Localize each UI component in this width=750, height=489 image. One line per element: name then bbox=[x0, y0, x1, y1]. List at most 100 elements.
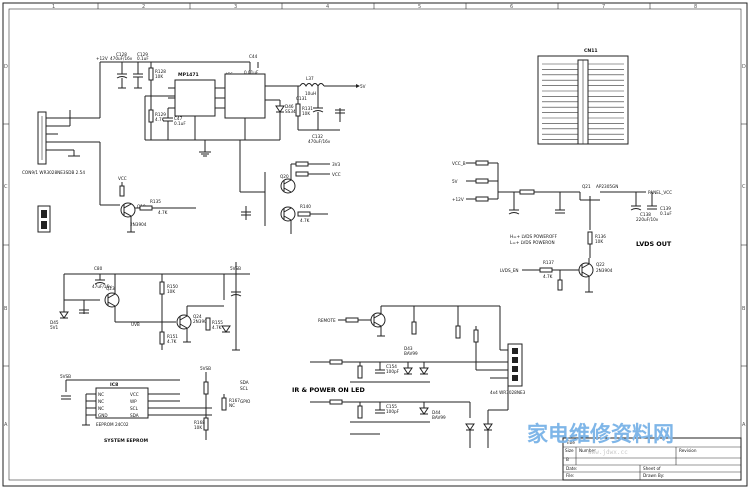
c47-val: 0.1uF bbox=[174, 121, 186, 126]
r135-ref: R135 bbox=[150, 199, 161, 204]
eeprom-pin-8: VCC bbox=[130, 392, 139, 397]
l37-val: 10uH bbox=[305, 91, 316, 96]
grid-col-3: 3 bbox=[234, 4, 237, 10]
r167-ref: R167 bbox=[229, 398, 240, 403]
q22-ref: Q22 bbox=[596, 262, 605, 267]
c139-val: 0.1uF bbox=[660, 211, 672, 216]
tb-drawn-label: Drawn By: bbox=[643, 473, 664, 478]
grid-col-5: 5 bbox=[418, 4, 421, 10]
eeprom-pin-4: GND bbox=[98, 413, 108, 418]
r167-val: NC bbox=[229, 403, 235, 408]
c47-ref: C47 bbox=[174, 116, 183, 121]
net-panel-vcc: PANEL_VCC bbox=[648, 190, 672, 195]
q21-val: AP2305GN bbox=[596, 184, 618, 189]
net-3v3: 3V3 bbox=[332, 162, 341, 167]
net-sda: SDA bbox=[240, 380, 249, 385]
c80-val: 47uF/16v bbox=[92, 284, 112, 289]
r135-val: 4.7K bbox=[158, 210, 168, 215]
r137-ref: R137 bbox=[543, 260, 554, 265]
grid-row-a-left: A bbox=[4, 422, 8, 428]
output-filter: R131 10K C131 C132 470uF/16v bbox=[295, 86, 345, 144]
c129-val: 0.1uF bbox=[137, 56, 149, 61]
watermark: 家电维修资料网 www.jdwx.cc bbox=[527, 422, 674, 456]
eeprom-pin-2: NC bbox=[98, 399, 104, 404]
tb-number-label: Number bbox=[579, 448, 596, 453]
c128-ref: C128 bbox=[116, 52, 127, 57]
d46-ref: D46 bbox=[285, 104, 294, 109]
c138-ref: C138 bbox=[640, 212, 651, 217]
tb-sheet-label: Sheet of bbox=[643, 466, 661, 471]
lvds-h-note: H=+ LVDS POWEROFF bbox=[510, 234, 558, 239]
lvds-out-label: LVDS OUT bbox=[636, 240, 672, 248]
bus-12v-wires: +12V bbox=[58, 56, 250, 206]
tb-title: Title bbox=[565, 440, 575, 445]
q20-ref: Q20 bbox=[280, 174, 289, 179]
tb-date-label: Date: bbox=[566, 466, 577, 471]
ir-led-block: REMOTE bbox=[292, 305, 501, 435]
eeprom-pin-3: NC bbox=[98, 406, 104, 411]
power-connector-label: CON9/1 WR3028NE3SDB 2.54 bbox=[22, 170, 85, 175]
grid-col-1: 1 bbox=[52, 4, 55, 10]
watermark-sub: www.jdwx.cc bbox=[588, 449, 628, 456]
lvds-pin-rows bbox=[542, 63, 624, 140]
regulator-ground bbox=[199, 139, 280, 157]
d44-val: BAV99 bbox=[432, 415, 446, 420]
tb-size: B bbox=[566, 457, 569, 462]
q21-ref: Q21 bbox=[582, 184, 591, 189]
c154-val: 100pF bbox=[386, 369, 400, 374]
ir-power-led-label: IR & POWER ON LED bbox=[292, 386, 365, 394]
d46-val: SS34 bbox=[285, 109, 296, 114]
r131-ref: R131 bbox=[302, 106, 313, 111]
ic6-part: MP1471 bbox=[178, 72, 199, 78]
system-eeprom-label: SYSTEM EEPROM bbox=[104, 438, 148, 444]
buck-output: L37 10uH 5V D46 SS34 bbox=[275, 76, 366, 140]
eeprom-pin-5: SDA bbox=[130, 413, 139, 418]
c139-ref: C139 bbox=[660, 206, 671, 211]
net-12v-lvds: +12V bbox=[452, 197, 464, 202]
grid-rows: D C B A D C B A bbox=[3, 64, 747, 428]
r129-val: 4.7K bbox=[155, 117, 165, 122]
ir-connector: 4x4 WR3028NE3 bbox=[465, 342, 526, 448]
l37-ref: L37 bbox=[306, 76, 314, 81]
grid-row-c-left: C bbox=[4, 184, 8, 190]
grid-columns-top: 1 2 3 4 5 6 7 8 bbox=[52, 3, 697, 10]
r140-val: 4.7K bbox=[300, 218, 310, 223]
q19-cluster: VCC Q19 2N3904 R135 4.7K bbox=[118, 176, 196, 233]
tb-file-label: File: bbox=[566, 473, 574, 478]
q22-val: 2N3904 bbox=[596, 268, 613, 273]
d43-val: BAV99 bbox=[404, 351, 418, 356]
r136-val: 10K bbox=[595, 239, 603, 244]
c155-ref: C155 bbox=[386, 404, 397, 409]
tb-revision-label: Revision bbox=[679, 448, 697, 453]
net-5vsb-left: 5VSB bbox=[230, 266, 241, 271]
grid-row-d-left: D bbox=[4, 64, 8, 70]
c44-val: 0.01uF bbox=[244, 70, 259, 75]
r150-val: 10K bbox=[167, 289, 175, 294]
net-scl: SCL bbox=[240, 386, 249, 391]
c80-ref: C80 bbox=[94, 266, 103, 271]
q20-cluster: Q20 3V3 VCC R140 4.7K bbox=[241, 161, 341, 234]
r128-val: 10K bbox=[155, 74, 163, 79]
net-vcc-q19: VCC bbox=[118, 176, 127, 181]
net-vcc-q20: VCC bbox=[332, 172, 341, 177]
grid-col-2: 2 bbox=[142, 4, 145, 10]
q23-ref: Q23 bbox=[106, 286, 115, 291]
lvds-connector: CN11 bbox=[537, 48, 629, 145]
c132-ref: C132 bbox=[312, 134, 323, 139]
grid-col-7: 7 bbox=[602, 4, 605, 10]
r136-ref: R136 bbox=[595, 234, 606, 239]
net-remote: REMOTE bbox=[318, 318, 336, 323]
small-connector bbox=[37, 205, 51, 233]
r131-val: 10K bbox=[302, 111, 310, 116]
d45-ref: D45 bbox=[50, 320, 59, 325]
c128-val: 470uF/16v bbox=[110, 56, 133, 61]
net-5v-out: 5V bbox=[360, 84, 366, 89]
c138-val: 220uF/10v bbox=[636, 217, 659, 222]
q24-ref: Q24 bbox=[193, 314, 202, 319]
cn11-ref: CN11 bbox=[584, 48, 598, 54]
r128-r129: R128 10K R129 4.7K bbox=[148, 62, 166, 140]
lvds-l-note: L=+ LVDS POWERON bbox=[510, 240, 555, 245]
grid-row-d-right: D bbox=[742, 64, 746, 70]
power-connector: CON9/1 WR3028NE3SDB 2.54 bbox=[22, 111, 85, 175]
